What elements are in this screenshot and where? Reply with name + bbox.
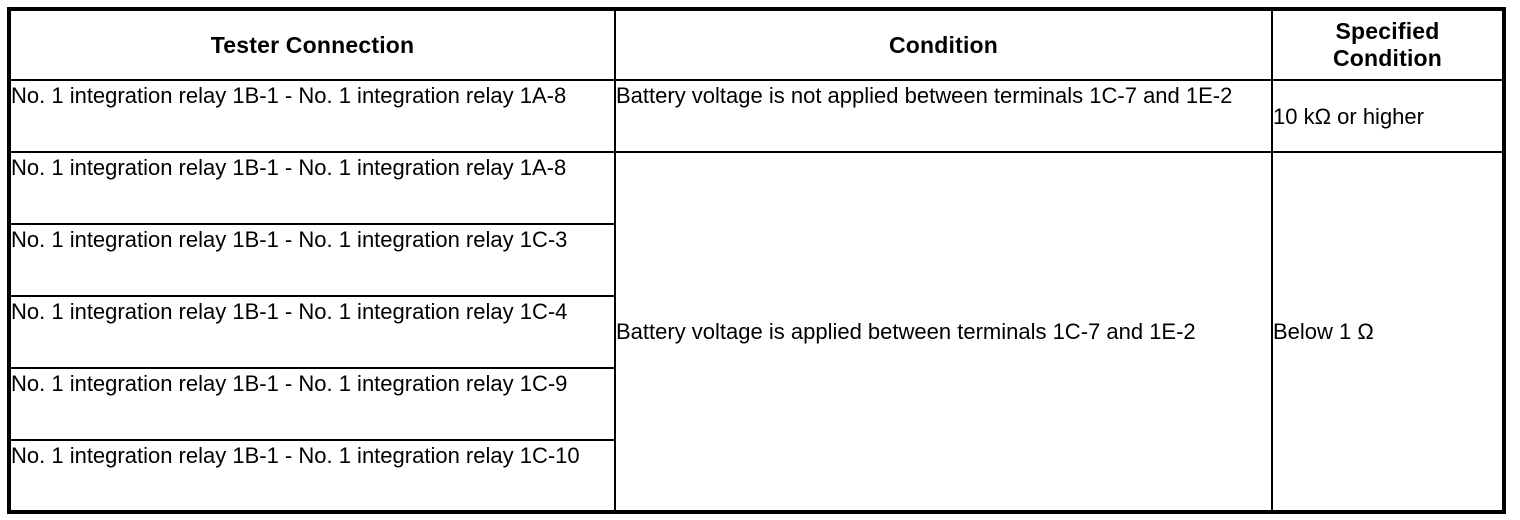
cell-tester-connection: No. 1 integration relay 1B-1 - No. 1 int…	[8, 439, 616, 513]
cell-condition-merged: Battery voltage is applied between termi…	[614, 151, 1273, 513]
table-row: No. 1 integration relay 1B-1 - No. 1 int…	[8, 295, 1504, 369]
cell-specified-condition-merged: Below 1 Ω	[1271, 151, 1505, 513]
cell-tester-connection: No. 1 integration relay 1B-1 - No. 1 int…	[8, 367, 616, 441]
column-header-condition-label: Condition	[888, 31, 999, 58]
cell-condition-text: Battery voltage is not applied between t…	[616, 83, 1233, 108]
table-row: No. 1 integration relay 1B-1 - No. 1 int…	[8, 151, 1505, 513]
column-header-specified-condition: Specified Condition	[1271, 8, 1505, 81]
cell-condition: Battery voltage is not applied between t…	[614, 79, 1273, 153]
column-header-condition: Condition	[614, 8, 1273, 81]
cell-tester-connection-text: No. 1 integration relay 1B-1 - No. 1 int…	[11, 299, 568, 324]
cell-tester-connection-text: No. 1 integration relay 1B-1 - No. 1 int…	[11, 371, 568, 396]
cell-tester-connection: No. 1 integration relay 1B-1 - No. 1 int…	[8, 79, 616, 153]
cell-specified-condition-merged-text: Below 1 Ω	[1273, 319, 1374, 344]
cell-specified-condition-text: 10 kΩ or higher	[1273, 103, 1424, 129]
cell-tester-connection-text: No. 1 integration relay 1B-1 - No. 1 int…	[11, 443, 580, 468]
cell-tester-connection-text: No. 1 integration relay 1B-1 - No. 1 int…	[11, 227, 568, 252]
cell-tester-connection: No. 1 integration relay 1B-1 - No. 1 int…	[8, 295, 616, 369]
table-body: No. 1 integration relay 1B-1 - No. 1 int…	[8, 79, 1505, 513]
table-row: No. 1 integration relay 1B-1 - No. 1 int…	[8, 367, 1504, 441]
specification-table: Tester Connection Condition Specified Co…	[7, 7, 1506, 514]
column-header-tester-connection-label: Tester Connection	[210, 31, 415, 58]
specification-table-container: Tester Connection Condition Specified Co…	[7, 7, 1506, 514]
table-row: No. 1 integration relay 1B-1 - No. 1 int…	[8, 223, 1504, 297]
cell-tester-connection: No. 1 integration relay 1B-1 - No. 1 int…	[8, 223, 616, 297]
cell-tester-connection-text: No. 1 integration relay 1B-1 - No. 1 int…	[11, 83, 567, 108]
cell-tester-connection-text: No. 1 integration relay 1B-1 - No. 1 int…	[11, 155, 567, 180]
cell-tester-connection: No. 1 integration relay 1B-1 - No. 1 int…	[8, 151, 616, 225]
table-header-row: Tester Connection Condition Specified Co…	[8, 8, 1505, 81]
column-header-tester-connection: Tester Connection	[8, 8, 616, 81]
cell-specified-condition: 10 kΩ or higher	[1271, 79, 1505, 153]
column-header-specified-condition-label: Specified Condition	[1332, 18, 1443, 71]
table-header: Tester Connection Condition Specified Co…	[8, 8, 1505, 81]
cell-condition-merged-text: Battery voltage is applied between termi…	[616, 319, 1196, 344]
table-row: No. 1 integration relay 1B-1 - No. 1 int…	[8, 79, 1505, 153]
table-row: No. 1 integration relay 1B-1 - No. 1 int…	[8, 439, 1504, 513]
